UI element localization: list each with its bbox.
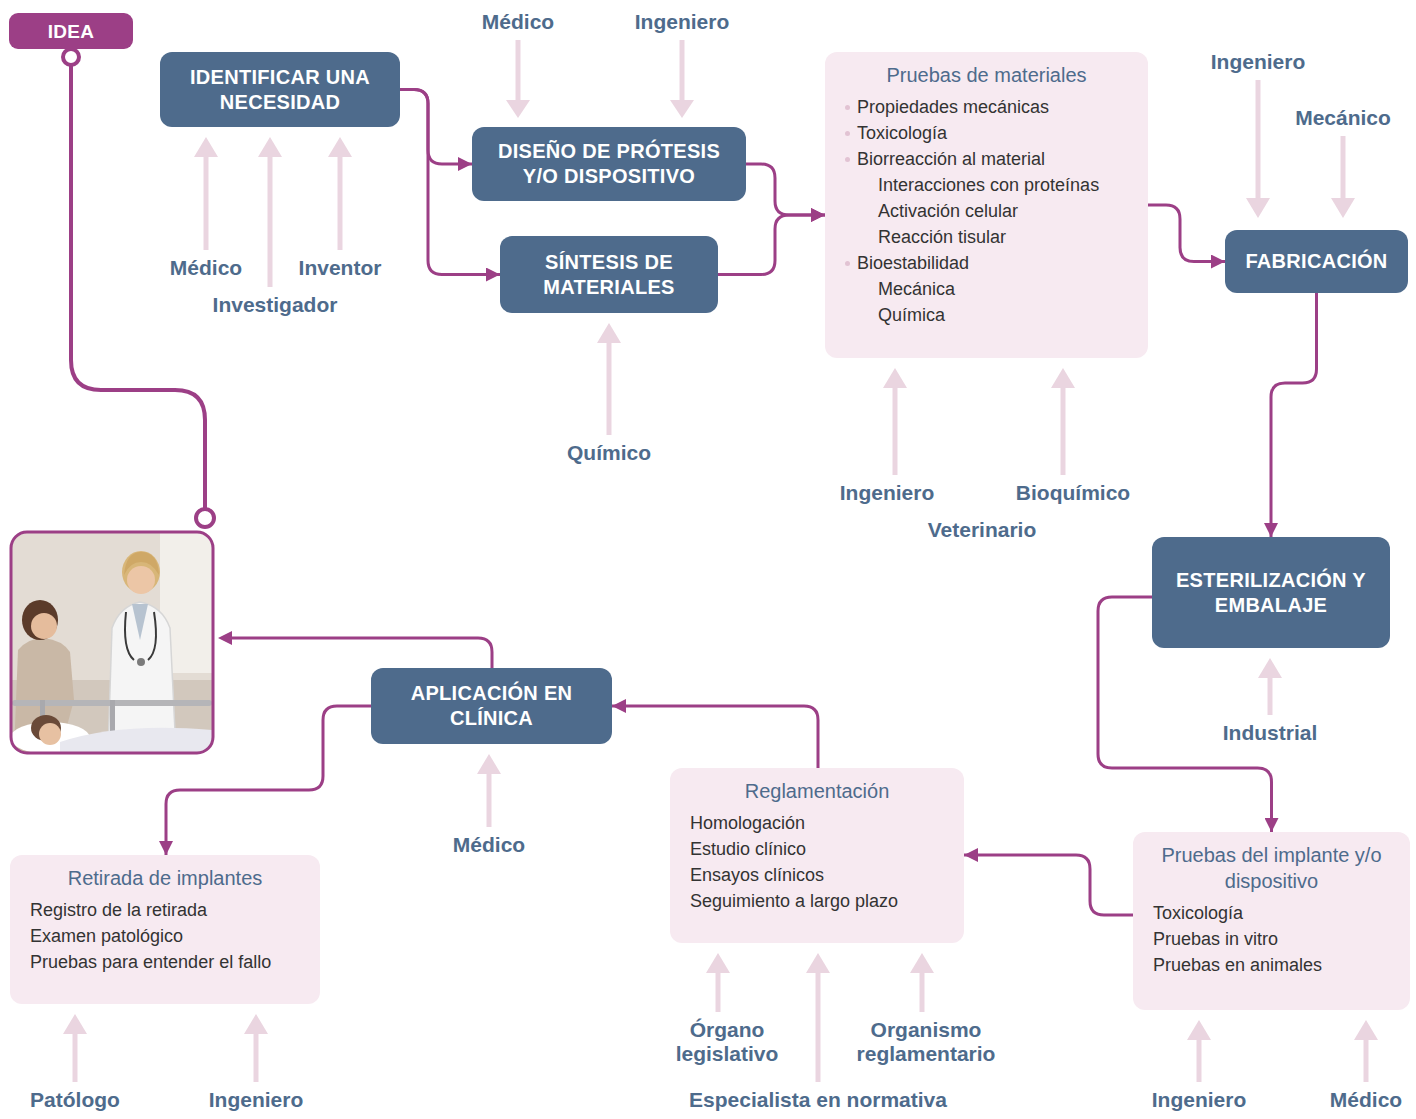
role-label: Organismo reglamentario — [851, 1018, 1001, 1066]
panel-heading: Reglamentación — [680, 778, 954, 804]
role-label: Industrial — [1223, 721, 1318, 745]
box-label: ESTERILIZACIÓN Y EMBALAJE — [1168, 568, 1374, 618]
box-label: FABRICACIÓN — [1245, 249, 1387, 274]
photo-arrow — [218, 631, 492, 668]
flow-arrow — [746, 164, 825, 215]
panel-item: Química — [835, 302, 1138, 328]
role-label: Patólogo — [30, 1088, 120, 1112]
info-panel: Retirada de implantesRegistro de la reti… — [10, 855, 320, 1004]
process-box: APLICACIÓN EN CLÍNICA — [371, 668, 612, 744]
role-label: Ingeniero — [1152, 1088, 1247, 1112]
panel-item: Bioestabilidad — [835, 250, 1138, 276]
panel-heading: Pruebas del implante y/o dispositivo — [1143, 842, 1400, 894]
role-label: Especialista en normativa — [689, 1088, 947, 1112]
clinic-photo — [10, 532, 213, 754]
panel-heading: Retirada de implantes — [20, 865, 310, 891]
flow-arrow — [166, 706, 371, 855]
role-label: Veterinario — [928, 518, 1037, 542]
box-label: IDEA — [48, 20, 95, 43]
role-label: Médico — [453, 833, 525, 857]
box-label: IDENTIFICAR UNA NECESIDAD — [176, 65, 384, 115]
flow-arrow — [964, 855, 1133, 915]
flow-arrow — [718, 215, 825, 275]
role-label: Médico — [170, 256, 242, 280]
role-label: Ingeniero — [840, 481, 935, 505]
process-box: DISEÑO DE PRÓTESIS Y/O DISPOSITIVO — [472, 127, 746, 201]
flow-arrow — [612, 706, 818, 768]
box-label: DISEÑO DE PRÓTESIS Y/O DISPOSITIVO — [488, 139, 730, 189]
panel-item: Interacciones con proteínas — [835, 172, 1138, 198]
panel-item: Biorreacción al material — [835, 146, 1138, 172]
role-label: Ingeniero — [1211, 50, 1306, 74]
panel-item: Estudio clínico — [680, 836, 954, 862]
flow-arrow — [400, 90, 472, 165]
role-label: Mecánico — [1295, 106, 1391, 130]
start-box: IDEA — [9, 13, 133, 49]
role-label: Investigador — [213, 293, 338, 317]
panel-item: Propiedades mecánicas — [835, 94, 1138, 120]
flow-arrow — [1271, 293, 1317, 537]
info-panel: ReglamentaciónHomologaciónEstudio clínic… — [670, 768, 964, 943]
role-label: Ingeniero — [209, 1088, 304, 1112]
panel-item: Toxicología — [835, 120, 1138, 146]
process-box: IDENTIFICAR UNA NECESIDAD — [160, 52, 400, 127]
panel-item: Pruebas en animales — [1143, 952, 1400, 978]
panel-item: Examen patológico — [20, 923, 310, 949]
process-box: FABRICACIÓN — [1225, 230, 1408, 293]
panel-item: Homologación — [680, 810, 954, 836]
box-label: APLICACIÓN EN CLÍNICA — [387, 681, 596, 731]
panel-item: Activación celular — [835, 198, 1138, 224]
panel-item: Registro de la retirada — [20, 897, 310, 923]
panel-item: Ensayos clínicos — [680, 862, 954, 888]
panel-heading: Pruebas de materiales — [835, 62, 1138, 88]
process-box: ESTERILIZACIÓN Y EMBALAJE — [1152, 537, 1390, 648]
role-label: Inventor — [299, 256, 382, 280]
info-panel: Pruebas de materialesPropiedades mecánic… — [825, 52, 1148, 358]
box-label: SÍNTESIS DE MATERIALES — [516, 250, 702, 300]
role-label: Órgano legislativo — [662, 1018, 792, 1066]
role-label: Químico — [567, 441, 651, 465]
panel-item: Mecánica — [835, 276, 1138, 302]
role-label: Médico — [1330, 1088, 1402, 1112]
panel-item: Pruebas in vitro — [1143, 926, 1400, 952]
panel-item: Reacción tisular — [835, 224, 1138, 250]
flow-arrow — [1148, 205, 1225, 262]
role-label: Bioquímico — [1016, 481, 1130, 505]
role-label: Ingeniero — [635, 10, 730, 34]
panel-item: Pruebas para entender el fallo — [20, 949, 310, 975]
role-label: Médico — [482, 10, 554, 34]
panel-item: Seguimiento a largo plazo — [680, 888, 954, 914]
panel-item: Toxicología — [1143, 900, 1400, 926]
process-box: SÍNTESIS DE MATERIALES — [500, 236, 718, 313]
info-panel: Pruebas del implante y/o dispositivoToxi… — [1133, 832, 1410, 1010]
